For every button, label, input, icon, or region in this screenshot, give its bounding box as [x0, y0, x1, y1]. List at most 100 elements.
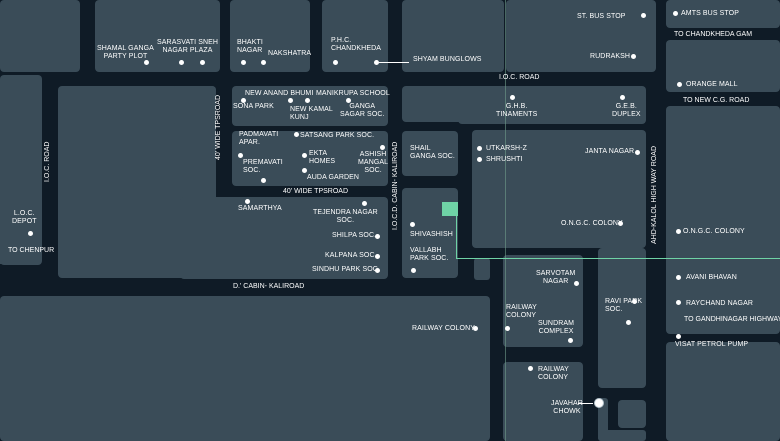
ghb-marker[interactable]: [510, 95, 515, 100]
ashish-mangal-label: ASHISH MANGAL SOC.: [358, 151, 389, 174]
auda-marker[interactable]: [302, 168, 307, 173]
rudraksh-marker[interactable]: [631, 54, 636, 59]
railway-colony-label-2: RAILWAY COLONY: [506, 304, 537, 319]
ioc-road-vertical: I.O.C. ROAD: [44, 141, 51, 182]
shilpa-label: SHILPA SOC.: [332, 232, 377, 239]
project-site-square-icon[interactable]: [442, 202, 458, 216]
sundram-marker[interactable]: [568, 338, 573, 343]
st-bus-stop-marker[interactable]: [641, 13, 646, 18]
ioc-road-label: I.O.C. ROAD: [499, 74, 540, 81]
raychand-marker[interactable]: [676, 300, 681, 305]
new-anand-marker[interactable]: [288, 98, 293, 103]
padmavati-label: PADMAVATI APAR.: [239, 131, 279, 146]
st-bus-stop-label: ST. BUS STOP: [577, 13, 626, 20]
samarthya-marker[interactable]: [245, 199, 250, 204]
ongc-colony-label-2: O.N.G.C. COLONY: [683, 228, 745, 235]
railway-colony-marker-1[interactable]: [473, 326, 478, 331]
ganga-sagar-label: GANGA SAGAR SOC.: [340, 103, 385, 118]
geb-duplex-label: G.E.B. DUPLEX: [612, 103, 641, 118]
vallabh-marker[interactable]: [411, 268, 416, 273]
sundram-label: SUNDRAM COMPLEX: [538, 320, 575, 335]
loc-depot-label: L.O.C. DEPOT: [12, 210, 37, 225]
premavati-label: PREMAVATI SOC.: [243, 159, 283, 174]
visat-label: VISAT PETROL PUMP: [675, 341, 749, 348]
sarvotam-marker[interactable]: [574, 281, 579, 286]
geb-marker[interactable]: [620, 95, 625, 100]
railway-colony-marker-3[interactable]: [528, 366, 533, 371]
guide-line-vertical: [505, 0, 506, 441]
padmavati-marker[interactable]: [238, 153, 243, 158]
shamal-ganga-marker[interactable]: [144, 60, 149, 65]
shivashish-marker[interactable]: [410, 222, 415, 227]
ahd-kalol-highway: AHD-KALOL HIGH WAY ROAD: [651, 145, 658, 244]
tejendra-label: TEJENDRA NAGAR SOC.: [313, 209, 378, 224]
nakshatra-label: NAKSHATRA: [268, 50, 312, 57]
guide-line-connector: [456, 210, 457, 258]
sneh-nagar-marker[interactable]: [200, 60, 205, 65]
loc-depot-marker[interactable]: [28, 231, 33, 236]
shivashish-label: SHIVASHISH: [410, 231, 453, 238]
ongc-colony-marker-2[interactable]: [676, 229, 681, 234]
ashish-marker[interactable]: [380, 145, 385, 150]
ekta-marker[interactable]: [302, 153, 307, 158]
railway-colony-marker-2[interactable]: [505, 326, 510, 331]
ghb-tinaments-label: G.H.B. TINAMENTS: [496, 103, 538, 118]
ongc-colony-marker-1[interactable]: [618, 221, 623, 226]
ganga-sagar-marker[interactable]: [346, 98, 351, 103]
phc-label: P.H.C. CHANDKHEDA: [331, 37, 382, 52]
avani-bhavan-label: AVANI BHAVAN: [686, 274, 737, 281]
nakshatra-marker[interactable]: [261, 60, 266, 65]
shyam-marker[interactable]: [374, 60, 379, 65]
javahar-chowk-marker[interactable]: [594, 398, 604, 408]
sona-park-marker[interactable]: [241, 98, 246, 103]
sindhu-label: SINDHU PARK SOC.: [312, 266, 380, 273]
shrushti-marker[interactable]: [477, 157, 482, 162]
shrushti-label: SHRUSHTI: [486, 156, 523, 163]
auda-garden-label: AUDA GARDEN: [307, 174, 360, 181]
phc-marker[interactable]: [333, 60, 338, 65]
ravi-park-marker-1[interactable]: [632, 299, 637, 304]
raychand-label: RAYCHAND NAGAR: [686, 300, 754, 307]
sarvotam-label: SARVOTAM NAGAR: [536, 270, 576, 285]
shail-ganga-label: SHAIL GANGA SOC.: [410, 145, 455, 160]
ongc-colony-label-1: O.N.G.C. COLONY: [561, 220, 623, 227]
kalpana-marker[interactable]: [375, 254, 380, 259]
railway-colony-label-1: RAILWAY COLONY: [412, 325, 475, 332]
javahar-chowk-label: JAVAHAR CHOWK: [551, 400, 583, 415]
vallabh-label: VALLABH PARK SOC.: [410, 247, 449, 262]
shyam-pointer: [379, 62, 409, 63]
utkarsh-label: UTKARSH-Z: [486, 145, 527, 152]
bhakti-nagar-label: BHAKTI NAGAR: [237, 39, 263, 54]
premavati-marker[interactable]: [261, 178, 266, 183]
wide-tps-road-vertical: 40' WIDE TPSROAD: [215, 95, 222, 160]
visat-marker[interactable]: [676, 334, 681, 339]
satsang-marker[interactable]: [294, 132, 299, 137]
sarasvati-marker[interactable]: [179, 60, 184, 65]
ravi-park-marker-2[interactable]: [626, 320, 631, 325]
javahar-pointer: [578, 403, 593, 404]
avani-marker[interactable]: [676, 275, 681, 280]
to-chandkheda-gam-road: TO CHANDKHEDA GAM: [674, 31, 753, 38]
janta-nagar-label: JANTA NAGAR: [585, 148, 635, 155]
sona-park-label: SONA PARK: [233, 103, 274, 110]
new-anand-bhumi-label: NEW ANAND BHUMI: [245, 90, 314, 97]
sindhu-marker[interactable]: [375, 268, 380, 273]
to-chenpur-road: TO CHENPUR: [8, 247, 55, 254]
bhakti-nagar-marker[interactable]: [241, 60, 246, 65]
amts-marker[interactable]: [673, 11, 678, 16]
orange-mall-marker[interactable]: [677, 82, 682, 87]
shilpa-marker[interactable]: [375, 234, 380, 239]
wide-tps-road-horizontal: 40' WIDE TPSROAD: [283, 188, 348, 195]
shamal-ganga-label: SHAMAL GANGA PARTY PLOT: [97, 45, 154, 60]
utkarsh-marker[interactable]: [477, 146, 482, 151]
manikrupa-marker[interactable]: [305, 98, 310, 103]
tejendra-marker[interactable]: [362, 201, 367, 206]
amts-bus-stop-label: AMTS BUS STOP: [681, 10, 739, 17]
guide-line-horizontal: [456, 258, 780, 259]
manikrupa-label: MANIKRUPA SCHOOL: [316, 90, 390, 97]
janta-nagar-marker[interactable]: [635, 150, 640, 155]
satsang-label: SATSANG PARK SOC.: [300, 132, 375, 139]
sarasvati-label: SARASVATI SNEH NAGAR PLAZA: [157, 39, 219, 54]
orange-mall-label: ORANGE MALL: [686, 81, 738, 88]
